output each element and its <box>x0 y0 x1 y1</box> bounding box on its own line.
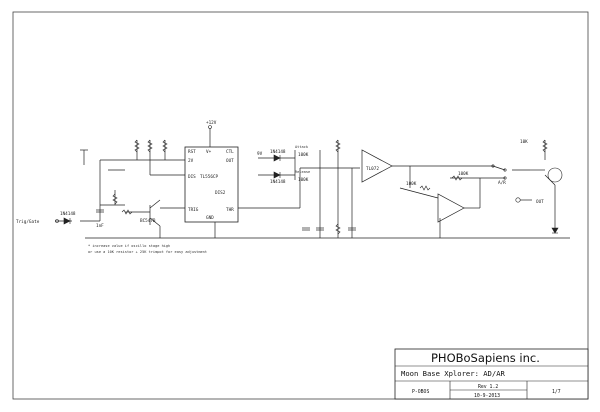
diode-trig-label: 1N4148 <box>60 211 76 217</box>
pot-attack-label: Attack <box>295 145 309 149</box>
resistor-100k-a <box>419 185 431 191</box>
terminals <box>55 125 563 223</box>
revision: Rev 1.2 <box>478 384 498 390</box>
supply-9v-label: 9V <box>257 151 263 157</box>
resistor-r3 <box>162 139 168 153</box>
wiring <box>55 128 570 239</box>
ic-pin-thr: THR <box>226 207 234 213</box>
diode-release-label: 1N4148 <box>270 179 286 185</box>
resistor-r1 <box>134 139 140 153</box>
vcc-label: +12V <box>206 120 217 126</box>
drawing-code: P-OBOS <box>412 389 429 395</box>
ic-pin-vcc: V+ <box>206 149 212 155</box>
output-label: OUT <box>536 199 544 205</box>
resistor-r5 <box>335 223 341 235</box>
trig-input-jack <box>55 219 59 223</box>
vcc-terminal <box>208 125 212 129</box>
resistor-r4 <box>335 139 341 153</box>
resistor-r10k <box>542 139 548 153</box>
ic-pin-out: OUT <box>226 158 234 164</box>
diodes <box>63 154 559 234</box>
sheet-border <box>12 11 589 400</box>
drawing-date: 10-9-2013 <box>474 393 500 399</box>
ic-pin-2v: 2V <box>188 158 194 164</box>
ic-556-body <box>184 146 239 223</box>
opamp1-label: TL072 <box>366 166 379 172</box>
diode-attack-label: 1N4148 <box>270 149 286 155</box>
diode-attack <box>273 154 281 162</box>
pot-attack-value: 100K <box>298 152 309 158</box>
ic-pin-ctl: CTL <box>226 149 234 155</box>
ic-pin-dis2: DIS2 <box>215 190 226 196</box>
ic-pin-dis: DIS <box>188 174 196 180</box>
cap-1n-label: 1nF <box>96 223 104 229</box>
resistor-10k-label: 10K <box>520 139 528 145</box>
pot-release-label: Release <box>295 170 310 174</box>
diode-release <box>273 171 281 179</box>
note-line-1: * increase value if oscillo stage high <box>88 244 170 248</box>
note-line-2: or use a 10K resistor + 25K trimpot for … <box>88 250 207 254</box>
company-name: PHOBoSapiens inc. <box>431 351 540 365</box>
output-jack <box>515 197 521 203</box>
ic-pin-trig: TRIG <box>188 207 199 213</box>
diode-led <box>551 227 559 234</box>
capacitors <box>96 209 356 231</box>
drawing-title: Moon Base Xplorer: AD/AR <box>401 369 506 378</box>
ic-pin-gnd: GND <box>206 215 214 221</box>
resistor-100k-a-label: 100K <box>406 181 417 187</box>
resistor-100k-b <box>451 175 463 181</box>
resistor-r2 <box>147 139 153 153</box>
ic-part-number: TL556CP <box>200 174 219 180</box>
switch-ar-label: A/R <box>498 180 506 186</box>
ic-pin-rst: RST <box>188 149 196 155</box>
title-block: PHOBoSapiens inc. Moon Base Xplorer: AD/… <box>394 348 589 400</box>
pot-release-value: 100K <box>298 177 309 183</box>
resistors <box>112 139 548 235</box>
output-transistor-body <box>547 167 563 183</box>
sheet-number: 1/7 <box>552 389 561 395</box>
trig-gate-label: Trig/Gate <box>16 219 40 225</box>
resistor-100k-b-label: 100K <box>458 171 469 177</box>
diode-trig <box>63 217 71 225</box>
transistor-q1-label: BC547B <box>140 218 156 224</box>
resistor-base <box>121 209 133 215</box>
resistor-r-trig <box>112 193 118 205</box>
